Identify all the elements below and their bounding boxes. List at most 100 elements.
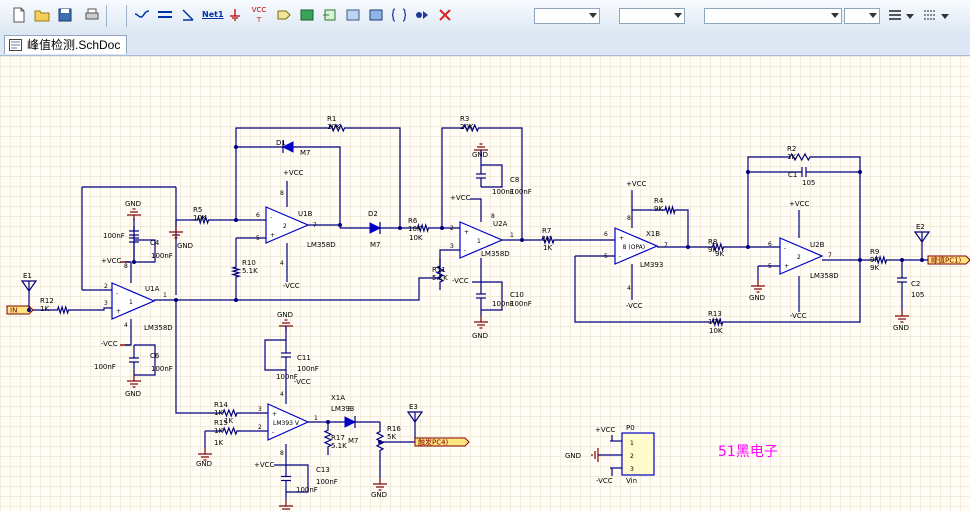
brand-text: 51黑电子 xyxy=(718,444,778,460)
open-folder-icon[interactable] xyxy=(33,6,51,24)
net-label-icon[interactable]: Net1 xyxy=(202,6,224,24)
chevron-down-icon xyxy=(831,13,839,18)
diode-d1-designator: D1 xyxy=(276,139,286,147)
gnd-power-port-icon[interactable] xyxy=(226,6,244,24)
wire xyxy=(680,209,689,247)
harness-icon[interactable] xyxy=(390,6,408,24)
resistor-r15[interactable] xyxy=(216,426,244,436)
bus-icon[interactable] xyxy=(156,6,174,24)
resistor-r9[interactable] xyxy=(870,254,892,266)
resistor-r9-value-dup: 9K xyxy=(870,264,879,272)
toolbar-combo-4[interactable] xyxy=(844,8,880,24)
junction-dot xyxy=(520,238,524,242)
resistor-r17[interactable] xyxy=(323,422,333,455)
wire xyxy=(747,156,780,247)
opamp-x1a[interactable] xyxy=(267,403,310,441)
resistor-r12[interactable] xyxy=(52,304,74,316)
x1a-value: LM393 xyxy=(331,405,354,413)
junction-dot xyxy=(746,245,750,249)
part-icon[interactable] xyxy=(275,6,293,24)
resistor-r1[interactable] xyxy=(322,123,352,133)
opamp-u2b[interactable] xyxy=(779,237,824,275)
opamp-u1a[interactable] xyxy=(111,282,156,320)
vee-label-u2a: -VCC xyxy=(452,277,469,285)
resistor-r2[interactable] xyxy=(780,152,820,162)
pin-8: 8 xyxy=(124,263,128,270)
toolbar-combo-3[interactable] xyxy=(704,8,842,24)
diode-d2[interactable] xyxy=(369,222,382,234)
wire xyxy=(125,330,132,346)
wire xyxy=(134,239,156,263)
opamp-u2a[interactable] xyxy=(459,221,504,259)
probe-e2[interactable] xyxy=(913,231,931,246)
grid-icon[interactable] xyxy=(921,6,939,24)
connector-p0[interactable] xyxy=(621,432,655,476)
capacitor-c2[interactable] xyxy=(897,277,907,283)
resistor-r13[interactable] xyxy=(707,316,728,328)
u2a-designator: U2A xyxy=(493,220,508,228)
resistor-r8[interactable] xyxy=(707,241,729,253)
device-sheet-icon[interactable] xyxy=(344,6,362,24)
u2b-value: LM358D xyxy=(810,272,839,280)
opamp-x1b-sign-bottom: - xyxy=(619,253,621,260)
pin-4: 4 xyxy=(280,260,284,267)
align-icon[interactable] xyxy=(886,6,904,24)
port-icon[interactable] xyxy=(367,6,385,24)
capacitor-c10[interactable] xyxy=(476,293,486,299)
resistor-r5-designator: R5 xyxy=(193,206,202,214)
x1a-designator: X1A xyxy=(331,394,345,402)
resistor-r10[interactable] xyxy=(230,262,242,282)
port-trig[interactable] xyxy=(414,437,470,447)
document-tab[interactable]: 峰值检测.SchDoc xyxy=(4,35,128,54)
sheet-symbol-icon[interactable] xyxy=(298,6,316,24)
directive-icon[interactable] xyxy=(413,6,431,24)
capacitor-c11-designator: C11 xyxy=(297,354,311,362)
resistor-r7[interactable] xyxy=(536,235,560,245)
new-file-icon[interactable] xyxy=(10,6,28,24)
resistor-r14-value: 1K xyxy=(214,409,223,417)
resistor-r11[interactable] xyxy=(435,258,445,290)
toolbar-combo-1[interactable] xyxy=(534,8,600,24)
junction-dot xyxy=(746,170,750,174)
resistor-r3[interactable] xyxy=(456,123,486,133)
opamp-x1b[interactable] xyxy=(614,227,659,265)
opamp-u2a-unit: 1 xyxy=(477,238,481,245)
opamp-u1b[interactable] xyxy=(265,206,310,244)
capacitor-c8[interactable] xyxy=(476,173,486,179)
opamp-u1b-unit: 2 xyxy=(283,223,287,230)
capacitor-c5[interactable] xyxy=(129,230,139,236)
port-in[interactable] xyxy=(6,305,34,315)
wire xyxy=(470,198,482,222)
resistor-r4[interactable] xyxy=(660,204,680,216)
resistor-r5[interactable] xyxy=(192,214,214,226)
port-out[interactable] xyxy=(927,255,970,265)
vcc-power-port-icon[interactable]: VCC┬ xyxy=(250,6,268,24)
capacitor-c13[interactable] xyxy=(281,475,291,482)
resistor-r6[interactable] xyxy=(412,222,434,234)
wire xyxy=(441,127,456,228)
probe-e1[interactable] xyxy=(20,280,38,295)
resistor-r14[interactable] xyxy=(216,408,244,418)
wire xyxy=(481,164,503,188)
resistor-r14-designator: R14 xyxy=(214,401,228,409)
capacitor-c6[interactable] xyxy=(129,357,139,363)
schematic-canvas[interactable]: INR121KE1-+1321U1ALM358D84GNDC4100nFC510… xyxy=(0,56,970,511)
print-icon[interactable] xyxy=(83,6,101,24)
toolbar-combo-2[interactable] xyxy=(619,8,685,24)
wire-icon[interactable] xyxy=(133,6,151,24)
capacitor-c11[interactable] xyxy=(281,352,291,358)
sheet-entry-icon[interactable] xyxy=(321,6,339,24)
pin-4: 4 xyxy=(124,322,128,329)
save-icon[interactable] xyxy=(56,6,74,24)
no-erc-icon[interactable] xyxy=(436,6,454,24)
capacitor-c1[interactable] xyxy=(801,167,807,177)
bus-entry-icon[interactable] xyxy=(179,6,197,24)
diode-d3[interactable] xyxy=(344,416,357,428)
wire xyxy=(74,307,110,311)
pin-8: 8 xyxy=(491,213,495,220)
resistor-r8-value: 9K xyxy=(708,246,717,254)
resistor-r9-designator: R9 xyxy=(870,248,879,256)
probe-e3[interactable] xyxy=(406,411,424,426)
wire xyxy=(728,260,861,323)
schematic-sheet[interactable]: INR121KE1-+1321U1ALM358D84GNDC4100nFC510… xyxy=(0,56,970,511)
